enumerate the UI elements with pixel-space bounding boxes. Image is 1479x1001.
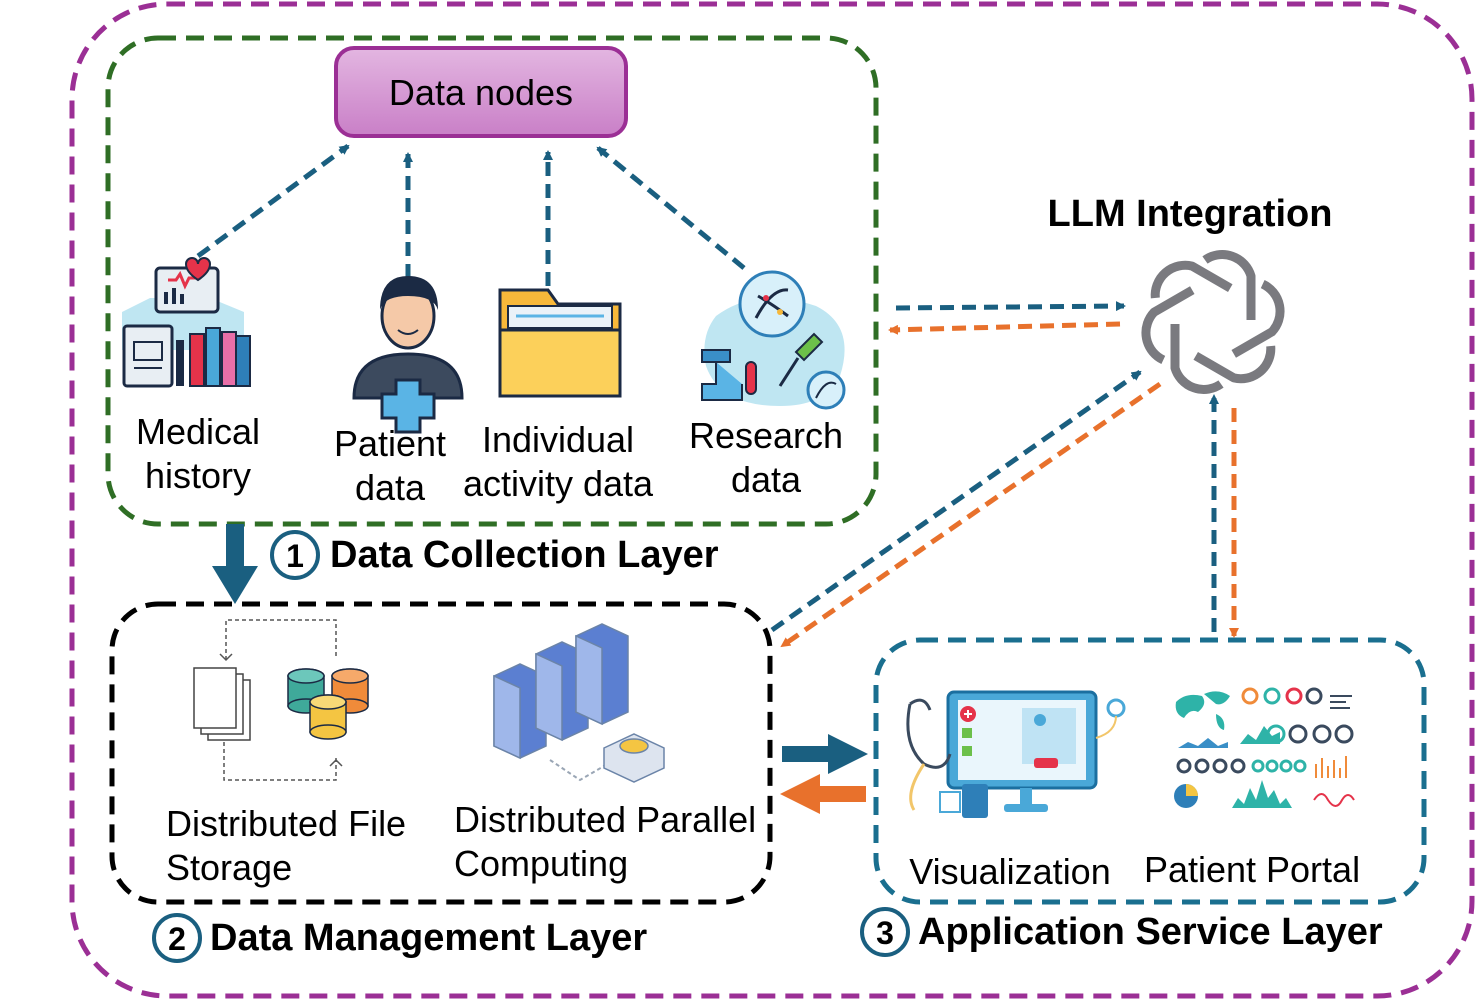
- data-nodes-label: Data nodes: [389, 72, 573, 113]
- llm-integration-title: LLM Integration: [1048, 193, 1333, 235]
- management-application-arrows: [780, 734, 868, 814]
- patient-icon: [352, 276, 464, 434]
- collection-layer-title: 1 Data Collection Layer: [270, 530, 719, 580]
- llm-logo-icon: [1141, 250, 1285, 394]
- medical-history-label-1: Medical: [136, 411, 260, 452]
- management-layer-label: Data Management Layer: [210, 917, 647, 959]
- llm-application-arrows: [1209, 394, 1239, 638]
- file-storage-icon: [193, 619, 369, 781]
- medical-history-label-2: history: [145, 455, 251, 496]
- management-layer-box: [109, 601, 773, 905]
- dfs-label-1: Distributed File: [166, 803, 406, 844]
- application-layer-title: 3 Application Service Layer: [860, 907, 1383, 957]
- dashboard-icon: [1174, 687, 1355, 808]
- research-lab-icon: [701, 270, 846, 410]
- folder-icon: [498, 288, 622, 398]
- collection-to-management-arrow: [212, 524, 258, 604]
- management-layer-title: 2 Data Management Layer: [152, 913, 647, 963]
- research-data-label-2: data: [731, 459, 802, 500]
- activity-data-label-1: Individual: [482, 419, 634, 460]
- application-layer-label: Application Service Layer: [918, 911, 1383, 953]
- dpc-label-2: Computing: [454, 843, 628, 884]
- dfs-label-2: Storage: [166, 847, 292, 888]
- dpc-label-1: Distributed Parallel: [454, 799, 756, 840]
- collection-layer-box: [105, 35, 879, 527]
- server-cluster-icon: [493, 623, 665, 783]
- application-layer-box: [873, 637, 1427, 905]
- llm-collection-arrows: [888, 301, 1126, 335]
- visualization-label: Visualization: [909, 851, 1110, 892]
- collection-layer-number: 1: [286, 538, 304, 574]
- data-nodes-box: Data nodes: [334, 46, 628, 138]
- patient-data-label-2: data: [355, 467, 426, 508]
- patient-portal-label: Patient Portal: [1144, 849, 1360, 890]
- research-data-label-1: Research: [689, 415, 843, 456]
- llm-management-arrows: [770, 369, 1162, 649]
- collection-layer-label: Data Collection Layer: [330, 534, 719, 576]
- medical-records-icon: [122, 257, 251, 388]
- source-arrows: [196, 143, 746, 286]
- monitor-icon: [906, 690, 1126, 818]
- outer-container: [69, 1, 1475, 999]
- activity-data-label-2: activity data: [463, 463, 654, 504]
- application-layer-number: 3: [876, 915, 894, 951]
- patient-data-label-1: Patient: [334, 423, 446, 464]
- management-layer-number: 2: [168, 921, 186, 957]
